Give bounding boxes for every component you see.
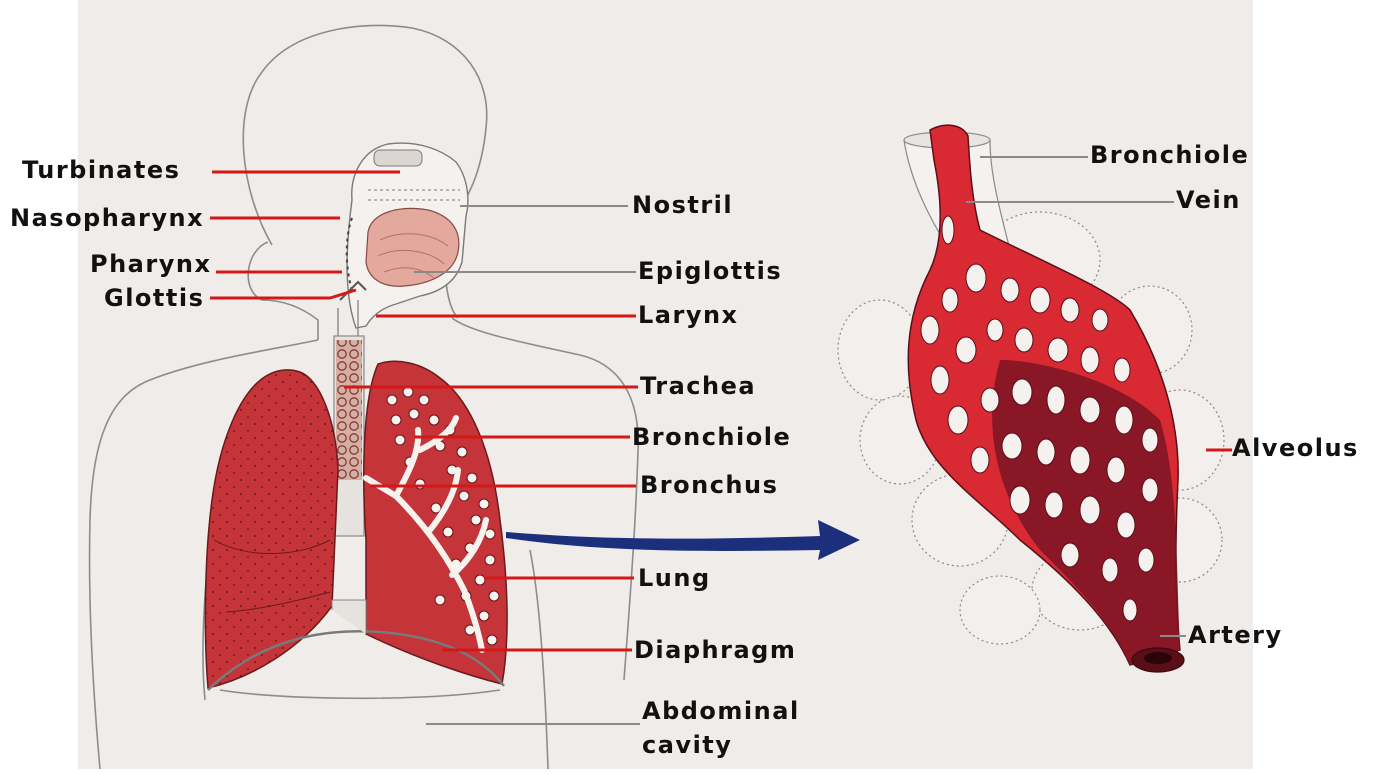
label-diaphragm: Diaphragm: [634, 637, 796, 663]
label-abdominal-line: Abdominal: [642, 694, 800, 728]
label-alveolus: Alveolus: [1232, 435, 1359, 461]
label-pharynx: Pharynx: [90, 251, 211, 277]
label-bronchiole-detail: Bronchiole: [1090, 142, 1249, 168]
trachea-illustration: [334, 336, 364, 536]
label-nostril: Nostril: [632, 192, 733, 218]
label-bronchiole: Bronchiole: [632, 424, 791, 450]
label-larynx: Larynx: [638, 302, 739, 328]
label-trachea: Trachea: [640, 373, 756, 399]
label-nasopharynx: Nasopharynx: [10, 205, 204, 231]
label-bronchus: Bronchus: [640, 472, 778, 498]
label-glottis: Glottis: [104, 285, 204, 311]
label-vein: Vein: [1176, 187, 1241, 213]
label-turbinates: Turbinates: [22, 157, 180, 183]
label-cavity-line: cavity: [642, 728, 800, 762]
label-abdominal-cavity: Abdominal cavity: [642, 694, 800, 762]
label-epiglottis: Epiglottis: [638, 258, 782, 284]
label-artery: Artery: [1188, 622, 1283, 648]
label-lung: Lung: [638, 565, 711, 591]
